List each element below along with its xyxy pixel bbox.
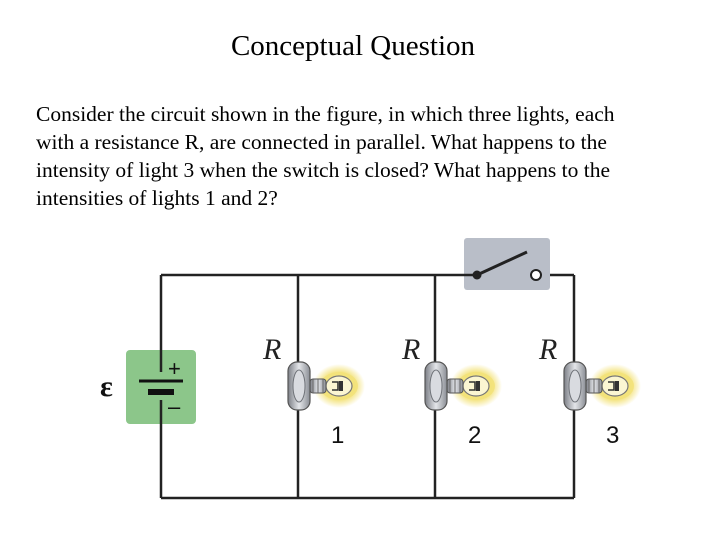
battery-box [126,350,196,424]
light-number-2: 2 [468,422,481,449]
battery-minus-sign: – [168,394,181,419]
bulb-filament [332,381,339,391]
light-bulb-1 [287,361,365,411]
light-bulb-3 [563,361,641,411]
light-number-1: 1 [331,422,344,449]
question-line: Consider the circuit shown in the figure… [36,102,615,126]
bulb-filament [608,381,615,391]
resistance-label-2: R [401,333,420,366]
question-line: intensity of light 3 when the switch is … [36,158,611,182]
question-line: intensities of lights 1 and 2? [36,186,278,210]
switch [464,238,550,290]
circuit-wires [159,273,576,500]
switch-contact [530,269,542,281]
switch-pivot [472,270,482,280]
question-paragraph: Consider the circuit shown in the figure… [36,100,696,212]
battery: + – [126,350,196,424]
light-number-3: 3 [606,422,619,449]
battery-plus-sign: + [168,356,181,381]
resistance-label-3: R [538,333,557,366]
resistance-label-1: R [262,333,281,366]
slide-title: Conceptual Question [230,30,476,62]
switch-lever [476,250,528,277]
switch-box [464,238,550,290]
question-line: with a resistance R, are connected in pa… [36,130,607,154]
light-bulb-2 [424,361,502,411]
emf-symbol: ε [100,370,113,403]
bulb-filament [469,381,476,391]
